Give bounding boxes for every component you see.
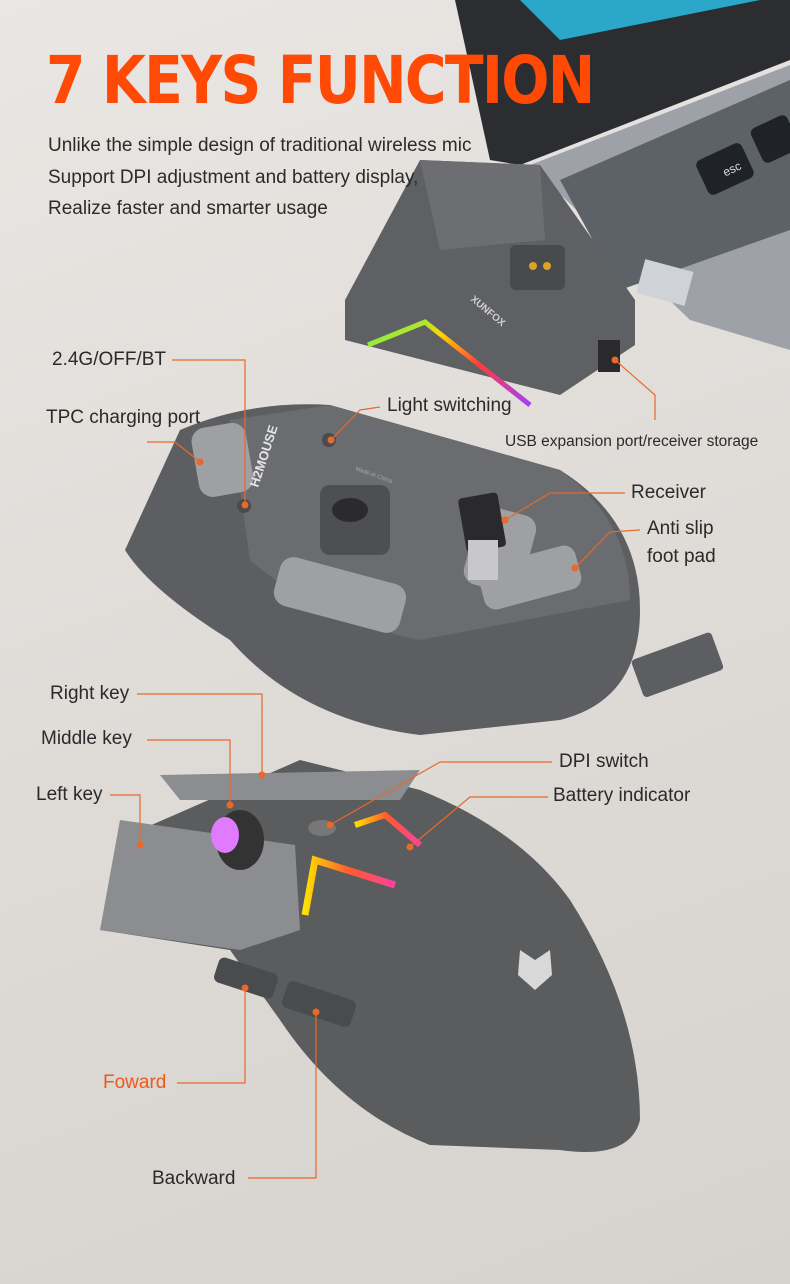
label-usb-port: USB expansion port/receiver storage [505,433,759,450]
leader-dots [136,356,619,1016]
description-line: Unlike the simple design of traditional … [48,135,472,156]
label-backward: Backward [152,1168,236,1189]
label-dpi-switch: DPI switch [559,751,649,772]
description-line: Realize faster and smarter usage [48,198,328,219]
label-receiver: Receiver [631,482,706,503]
label-battery-indicator: Battery indicator [553,785,691,806]
leader-lines [110,359,656,1179]
fox-logo [518,950,552,990]
mouse-bottom-view: H2MOUSE Made in China [125,404,724,735]
laptop: esc [455,0,790,350]
description-line: Support DPI adjustment and battery displ… [48,166,419,188]
label-foot-pad-1: Anti slip [647,518,714,539]
description: Unlike the simple design of traditional … [48,130,471,225]
label-left-key: Left key [36,784,103,805]
label-mode-switch: 2.4G/OFF/BT [52,349,167,370]
label-forward: Foward [103,1072,167,1093]
battery-cover [631,632,724,698]
page-title: 7 KEYS FUNCTION [46,42,595,119]
label-right-key: Right key [50,683,130,704]
charging-dock: XUNFOX [345,160,635,407]
label-charging-port: TPC charging port [46,407,201,428]
label-light-switching: Light switching [387,395,512,416]
label-foot-pad-2: foot pad [647,546,716,567]
label-middle-key: Middle key [41,728,132,749]
mouse-top-view [100,760,640,1152]
